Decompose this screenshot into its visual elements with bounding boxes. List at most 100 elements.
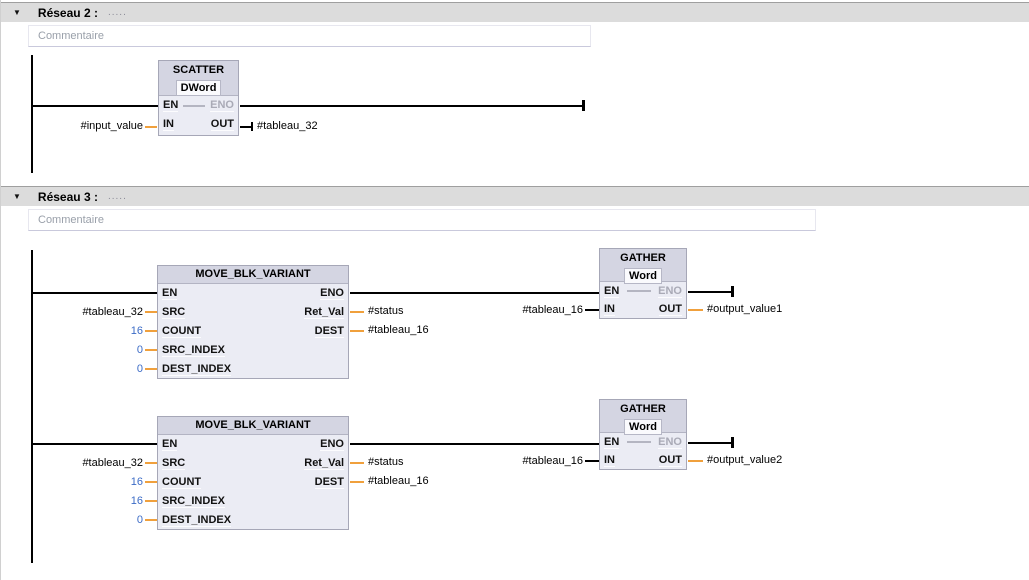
connector-count [145, 481, 157, 483]
wire-move2-eno-to-gather2-en [350, 443, 599, 445]
pin-eno: ENO [658, 435, 682, 449]
pin-count: COUNT [162, 476, 202, 489]
pin-row: SRC_INDEX [158, 341, 348, 360]
pin-row: SRC Ret_Val [158, 303, 348, 322]
pin-en: EN [604, 284, 620, 298]
operand-src-index[interactable]: 16 [130, 495, 143, 507]
pin-en: EN [163, 99, 179, 112]
operand-src-index[interactable]: 0 [136, 344, 143, 356]
gather-block-2[interactable]: GATHER Word EN ENO IN OUT [599, 399, 687, 470]
operand-src[interactable]: #tableau_32 [82, 306, 143, 318]
pin-eno: ENO [210, 99, 234, 112]
operand-status[interactable]: #status [368, 305, 404, 317]
en-eno-dash [626, 441, 651, 443]
pin-en: EN [162, 438, 178, 451]
pin-src-index: SRC_INDEX [162, 495, 225, 508]
pin-out: OUT [210, 118, 234, 131]
connector-gather-in [585, 309, 599, 311]
pin-dest: DEST [314, 476, 344, 489]
move-blk-variant-block-1[interactable]: MOVE_BLK_VARIANT EN ENO SRC Ret_Val COUN… [157, 265, 349, 379]
wire-end-terminator [731, 286, 734, 297]
connector-out [240, 126, 252, 128]
wire-end-terminator [582, 100, 585, 111]
pin-row: EN ENO [158, 435, 348, 454]
pin-dest-index: DEST_INDEX [162, 363, 232, 376]
gather-block-header: GATHER Word [600, 249, 686, 284]
network2-comment-field[interactable]: Commentaire [28, 25, 591, 47]
operand-status[interactable]: #status [368, 456, 404, 468]
pin-dest-index: DEST_INDEX [162, 514, 232, 527]
wire-end-terminator [731, 437, 734, 448]
pin-in: IN [604, 453, 615, 467]
pin-row: COUNT DEST [158, 322, 348, 341]
pin-src: SRC [162, 457, 186, 470]
operand-tableau16[interactable]: #tableau_16 [368, 475, 429, 487]
operand-output-value1[interactable]: #output_value1 [707, 303, 783, 315]
pin-row: EN ENO [600, 433, 686, 451]
wire-move1-eno-to-gather1-en [350, 292, 599, 294]
gather-block-header: GATHER Word [600, 400, 686, 435]
operand-src[interactable]: #tableau_32 [82, 457, 143, 469]
connector-src [145, 311, 157, 313]
pin-row: IN OUT [159, 115, 238, 134]
network3-title-dots: ..... [107, 191, 127, 202]
operand-input-value[interactable]: #input_value [80, 120, 143, 132]
collapse-triangle-icon[interactable]: ▼ [13, 191, 21, 201]
operand-count[interactable]: 16 [130, 325, 143, 337]
scatter-block[interactable]: SCATTER DWord EN ENO IN OUT [158, 60, 239, 136]
operand-gather-in[interactable]: #tableau_16 [522, 455, 583, 467]
connector-ret-val [350, 462, 364, 464]
pin-out: OUT [658, 453, 682, 467]
pin-row: DEST_INDEX [158, 360, 348, 379]
pin-ret-val: Ret_Val [304, 306, 344, 319]
block-title: GATHER [620, 252, 666, 264]
network3-comment-field[interactable]: Commentaire [28, 209, 816, 231]
pin-dest: DEST [314, 325, 344, 338]
wire-rail-to-scatter-en [32, 105, 158, 107]
wire-rail-to-move2-en [32, 443, 157, 445]
operand-gather-in[interactable]: #tableau_16 [522, 304, 583, 316]
pin-count: COUNT [162, 325, 202, 338]
pin-row: DEST_INDEX [158, 511, 348, 530]
block-type-selector[interactable]: DWord [175, 80, 222, 96]
connector-gather-in [585, 460, 599, 462]
network2-header-bar[interactable]: ▼ Réseau 2 : ..... [1, 2, 1029, 22]
pin-eno: ENO [320, 287, 344, 300]
wire-scatter-eno-out [240, 105, 583, 107]
wire-gather1-eno-out [688, 291, 733, 293]
operand-tableau16[interactable]: #tableau_16 [368, 324, 429, 336]
network3-title[interactable]: Réseau 3 : [37, 189, 98, 204]
block-type-selector[interactable]: Word [624, 268, 662, 284]
operand-dest-index[interactable]: 0 [136, 514, 143, 526]
gather-block-1[interactable]: GATHER Word EN ENO IN OUT [599, 248, 687, 319]
pin-src: SRC [162, 306, 186, 319]
connector-dest-index [145, 368, 157, 370]
connector-dest [350, 330, 364, 332]
pin-row: SRC Ret_Val [158, 454, 348, 473]
en-eno-dash [626, 290, 651, 292]
operand-dest-index[interactable]: 0 [136, 363, 143, 375]
connector-ret-val [350, 311, 364, 313]
connector-in [145, 126, 157, 128]
pin-in: IN [163, 118, 174, 131]
collapse-triangle-icon[interactable]: ▼ [13, 7, 21, 17]
network2-title[interactable]: Réseau 2 : [37, 5, 98, 20]
operand-count[interactable]: 16 [130, 476, 143, 488]
pin-eno: ENO [658, 284, 682, 298]
pin-in: IN [604, 302, 615, 316]
block-type-selector[interactable]: Word [624, 419, 662, 435]
network2-title-dots: ..... [107, 7, 127, 18]
pin-out: OUT [658, 302, 682, 316]
operand-tableau32[interactable]: #tableau_32 [257, 120, 318, 132]
block-title: GATHER [620, 403, 666, 415]
pin-row: EN ENO [159, 96, 238, 115]
en-eno-dash [183, 104, 206, 107]
network3-header-bar[interactable]: ▼ Réseau 3 : ..... [1, 186, 1029, 206]
operand-output-value2[interactable]: #output_value2 [707, 454, 783, 466]
connector-src [145, 462, 157, 464]
connector-gather-out [688, 460, 703, 462]
block-header: MOVE_BLK_VARIANT [158, 417, 348, 435]
move-blk-variant-block-2[interactable]: MOVE_BLK_VARIANT EN ENO SRC Ret_Val COUN… [157, 416, 349, 530]
pin-eno: ENO [320, 438, 344, 451]
